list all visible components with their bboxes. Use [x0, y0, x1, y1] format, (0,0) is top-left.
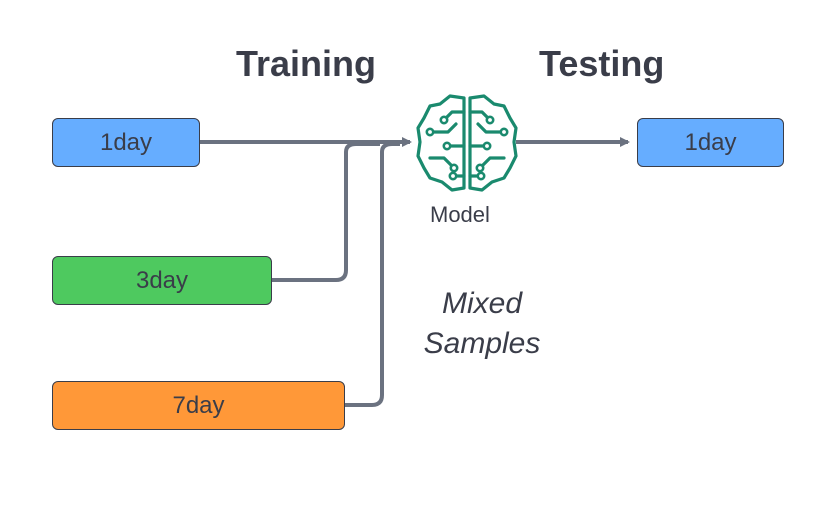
connector-7day-to-model: [345, 142, 400, 407]
testing-heading: Testing: [539, 43, 665, 84]
input-1day-box: 1day: [52, 118, 200, 167]
mixed-samples-note: Mixed Samples: [414, 284, 550, 364]
model-label: Model: [430, 202, 490, 227]
input-3day-box: 3day: [52, 256, 272, 305]
training-heading: Training: [236, 43, 377, 84]
brain-circuit-icon: [416, 94, 518, 192]
note-line-2: Samples: [423, 327, 541, 360]
output-1day-box: 1day: [637, 118, 784, 167]
note-line-1: Mixed: [441, 287, 523, 320]
brain-circuit-nodes: [425, 115, 509, 181]
connector-3day-to-model: [272, 142, 380, 282]
input-7day-box: 7day: [52, 381, 345, 430]
